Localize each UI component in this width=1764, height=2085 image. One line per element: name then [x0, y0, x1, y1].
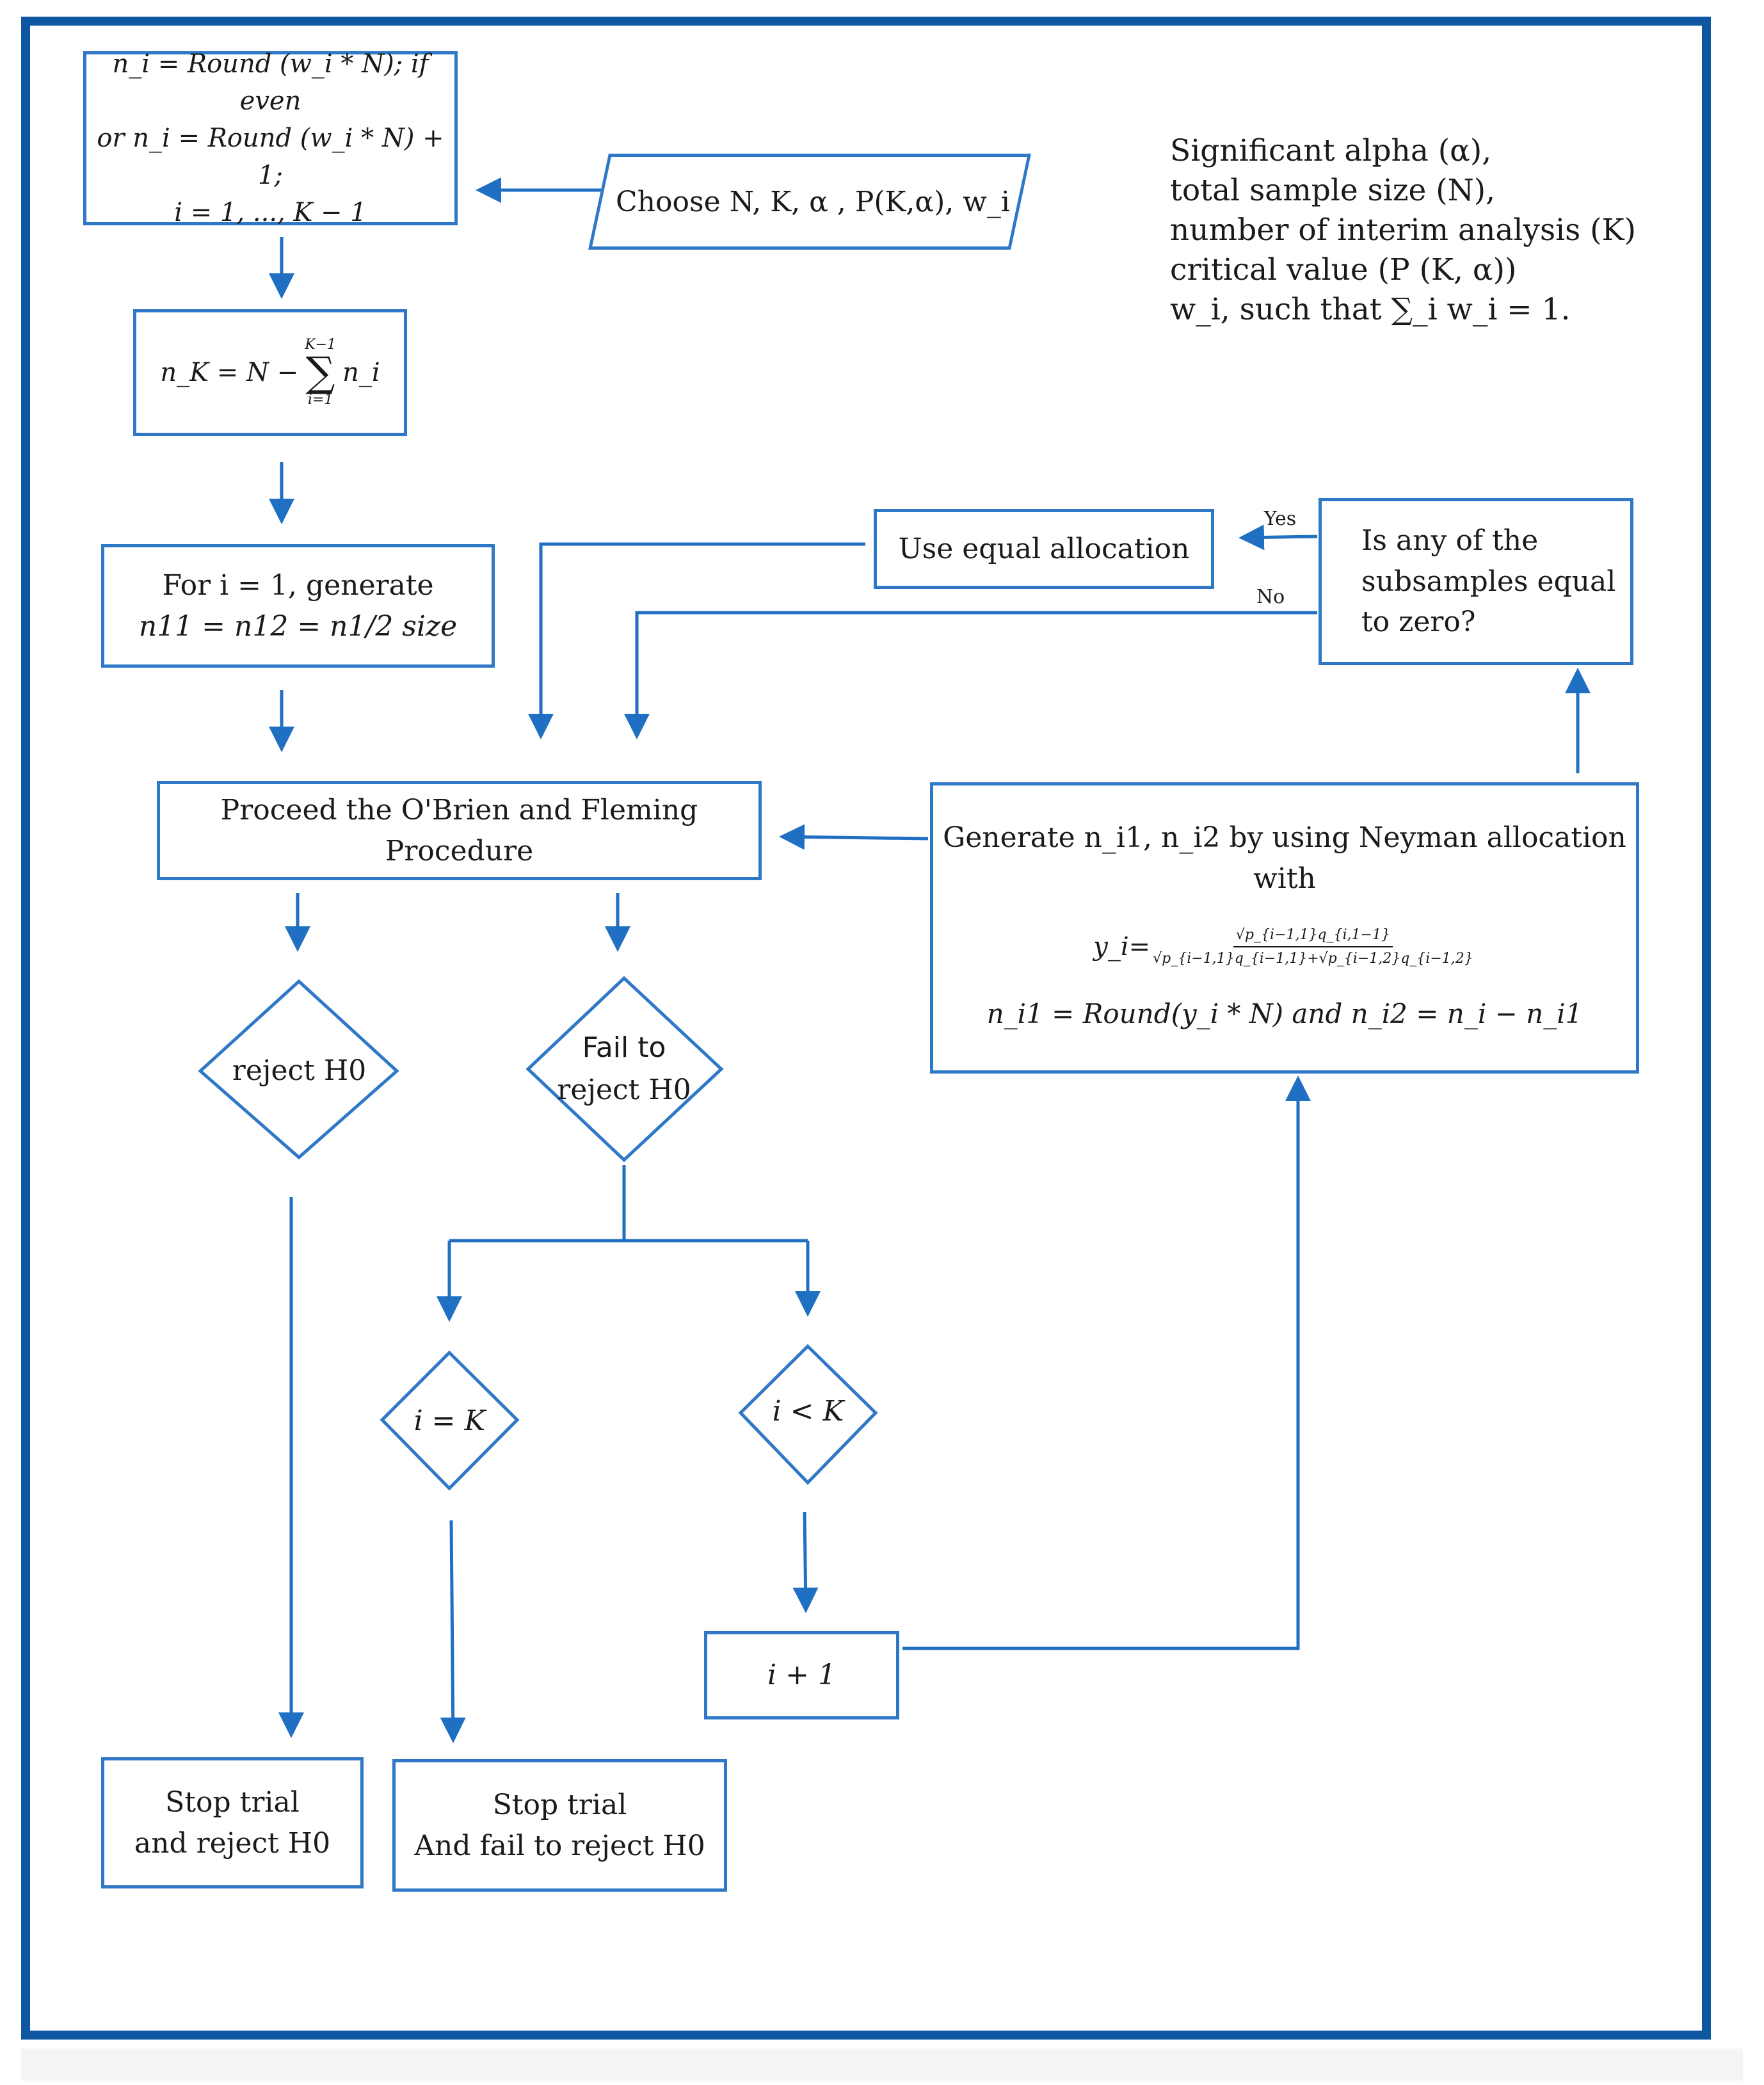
round-line-1: n_i = Round (w_i * N); if even — [112, 49, 429, 116]
parameter-notes: Significant alpha (α), total sample size… — [1170, 131, 1636, 330]
arrow-question-no — [624, 611, 1317, 739]
ieqk-label: i = K — [413, 1405, 486, 1437]
nk-lhs: n_K = N − — [160, 358, 299, 387]
sigma-glyph: ∑ — [305, 349, 335, 396]
round-line-2: or n_i = Round (w_i * N) + 1; — [97, 124, 444, 190]
zero-subsample-question-box: Is any of the subsamples equal to zero? — [1319, 498, 1633, 665]
arrow-ieqk-to-stop — [440, 1520, 466, 1743]
arrow-equal-to-proceed — [528, 542, 865, 739]
arrow-question-yes — [1239, 524, 1318, 551]
stop-reject-line-2: and reject H0 — [134, 1826, 331, 1860]
y-fraction: √p_{i−1,1}q_{i,1−1} √p_{i−1,1}q_{i−1,1}+… — [1150, 925, 1476, 970]
increment-box: i + 1 — [704, 1631, 899, 1719]
note-line: critical value (P (K, α)) — [1170, 252, 1517, 288]
for-i-box: For i = 1, generate n11 = n12 = n1/2 siz… — [101, 544, 495, 668]
sum-symbol: K−1 ∑ i=1 — [305, 338, 336, 407]
question-line-2: subsamples equal — [1361, 565, 1616, 598]
note-line: number of interim analysis (K) — [1170, 213, 1636, 248]
y-lhs: y_i= — [1093, 932, 1151, 962]
arrow-iplus-to-neyman — [902, 1075, 1311, 1650]
stop-reject-line-1: Stop trial — [165, 1785, 300, 1819]
round-formula-box: n_i = Round (w_i * N); if even or n_i = … — [83, 49, 458, 227]
for-line-1: For i = 1, generate — [162, 568, 434, 602]
proceed-obf-box: Proceed the O'Brien and Fleming Procedur… — [157, 781, 762, 880]
sum-top: K−1 — [305, 337, 337, 353]
iltk-diamond — [738, 1344, 878, 1485]
reject-label: reject H0 — [232, 1054, 367, 1087]
stop-fail-line-1: Stop trial — [492, 1788, 627, 1821]
note-line: w_i, such that ∑_i w_i = 1. — [1170, 292, 1571, 328]
neyman-line-3: n_i1 = Round(y_i * N) and n_i2 = n_i − n… — [986, 998, 1583, 1030]
proceed-text: Proceed the O'Brien and Fleming Procedur… — [220, 793, 698, 867]
bottom-band — [21, 2049, 1743, 2081]
stop-fail-line-2: And fail to reject H0 — [414, 1829, 705, 1862]
fail-label: Fail to reject H0 — [541, 1021, 707, 1117]
choose-text: Choose N, K, α , P(K,α), w_i — [616, 185, 1010, 218]
reject-diamond — [198, 979, 399, 1160]
sum-bottom: i=1 — [307, 392, 333, 408]
neyman-y-formula: y_i= √p_{i−1,1}q_{i,1−1} √p_{i−1,1}q_{i−… — [1093, 925, 1476, 970]
arrow-neyman-to-proceed — [779, 824, 929, 850]
y-numerator: √p_{i−1,1}q_{i,1−1} — [1233, 925, 1393, 948]
neyman-line-1: Generate n_i1, n_i2 by using Neyman allo… — [943, 821, 1626, 895]
no-label: No — [1256, 585, 1285, 608]
y-denominator: √p_{i−1,1}q_{i−1,1}+√p_{i−1,2}q_{i−1,2} — [1153, 951, 1473, 967]
iltk-label: i < K — [772, 1395, 844, 1428]
equal-allocation-box: Use equal allocation — [874, 509, 1214, 589]
for-line-2: n11 = n12 = n1/2 size — [138, 609, 458, 643]
fail-diamond — [525, 976, 724, 1163]
stop-reject-box: Stop trial and reject H0 — [101, 1757, 364, 1888]
increment-text: i + 1 — [767, 1659, 836, 1692]
stop-fail-box: Stop trial And fail to reject H0 — [392, 1759, 727, 1892]
question-line-1: Is any of the — [1361, 524, 1539, 557]
arrow-iltk-to-iplus — [792, 1511, 819, 1613]
note-line: Significant alpha (α), — [1170, 133, 1492, 168]
question-line-3: to zero? — [1361, 606, 1476, 639]
note-line: total sample size (N), — [1170, 173, 1496, 209]
fail-line-2: reject H0 — [557, 1074, 691, 1106]
outer-frame — [21, 17, 1711, 2040]
equal-allocation-text: Use equal allocation — [898, 532, 1190, 565]
nk-term: n_i — [342, 358, 380, 387]
yes-label: Yes — [1263, 507, 1297, 530]
ieqk-diamond — [380, 1350, 520, 1491]
fail-line-1: Fail to — [582, 1031, 666, 1064]
round-line-3: i = 1, ..., K − 1 — [174, 198, 367, 227]
nk-formula-box: n_K = N − K−1 ∑ i=1 n_i — [133, 309, 407, 436]
neyman-allocation-box: Generate n_i1, n_i2 by using Neyman allo… — [930, 782, 1639, 1074]
